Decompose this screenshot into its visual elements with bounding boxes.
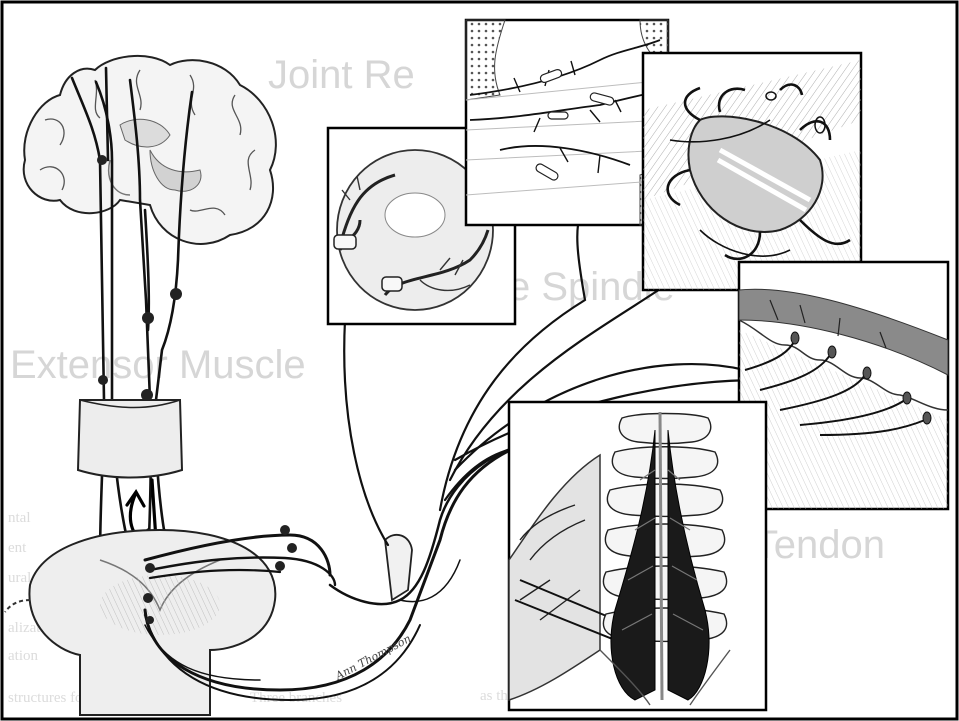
vertebral-column-panel bbox=[509, 402, 766, 710]
cutaneous-receptor-panel bbox=[739, 262, 948, 509]
ghost-body-line: ent bbox=[8, 540, 27, 556]
ghost-text-joint-receptor: Joint Re bbox=[268, 53, 415, 97]
ghost-body-line: structures for bbox=[8, 690, 88, 706]
ghost-body-line: ural bbox=[8, 570, 31, 586]
intrafusal-fibres-panel bbox=[466, 20, 668, 225]
ghost-body-line: ation bbox=[8, 648, 38, 664]
ghost-body-line: ntal bbox=[8, 510, 31, 526]
spinal-cord-upper-segment bbox=[78, 400, 182, 478]
muscle-spindle-panel bbox=[643, 53, 861, 290]
